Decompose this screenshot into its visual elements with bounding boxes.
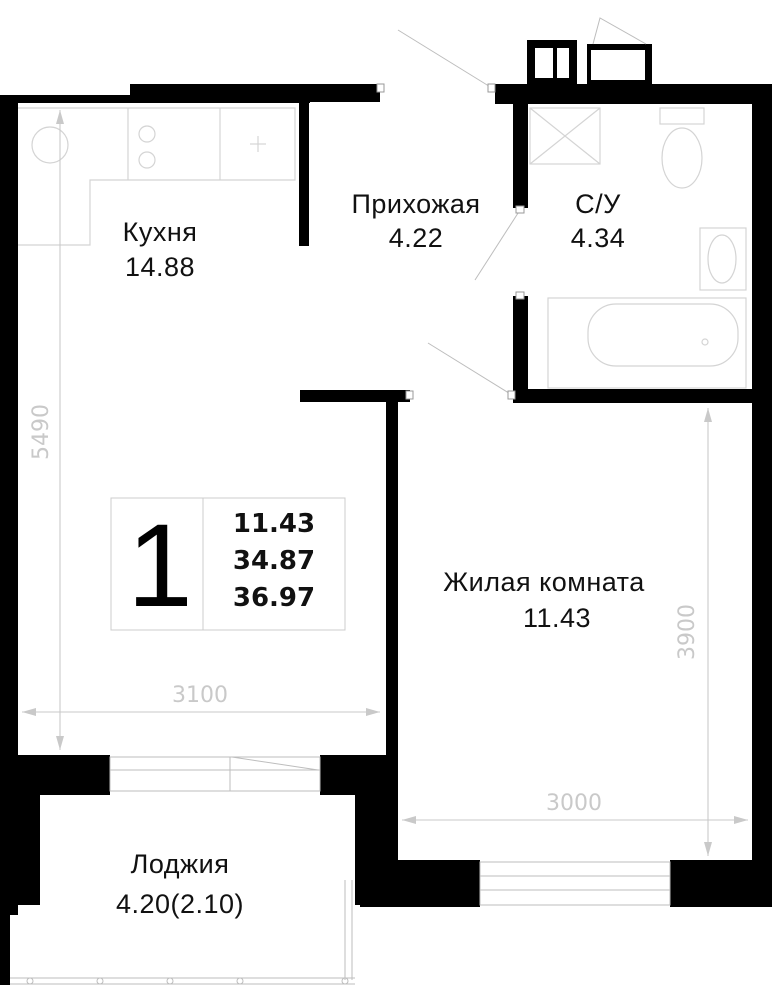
openings [10,17,671,985]
bathroom-fixtures [529,107,747,389]
kitchen-width-dimension: 3100 [172,683,228,708]
kitchen-height-dimension: 5490 [29,404,54,460]
dimension-lines [22,110,748,856]
living-name: Жилая комната [443,567,645,597]
loggia-name: Лоджия [131,849,230,879]
kitchen-area: 14.88 [125,252,195,282]
bathroom-area: 4.34 [571,223,626,253]
kitchen-fixtures [18,107,296,246]
living-width-dimension: 3000 [546,791,602,816]
hallway-name: Прихожая [351,189,480,219]
bathroom-name: С/У [575,189,621,219]
loggia-area: 4.20(2.10) [116,889,244,919]
living-height-dimension: 3900 [675,604,700,660]
kitchen-name: Кухня [123,217,198,247]
area-summary-box: 1 11.43 34.87 36.97 [110,497,346,632]
living-area-total: 11.43 [233,509,315,539]
living-area: 11.43 [523,603,591,633]
area-with-loggia: 36.97 [233,583,315,613]
total-area: 34.87 [233,546,315,576]
hallway-area: 4.22 [389,223,444,253]
rooms-count: 1 [127,500,193,632]
walls [0,40,772,985]
